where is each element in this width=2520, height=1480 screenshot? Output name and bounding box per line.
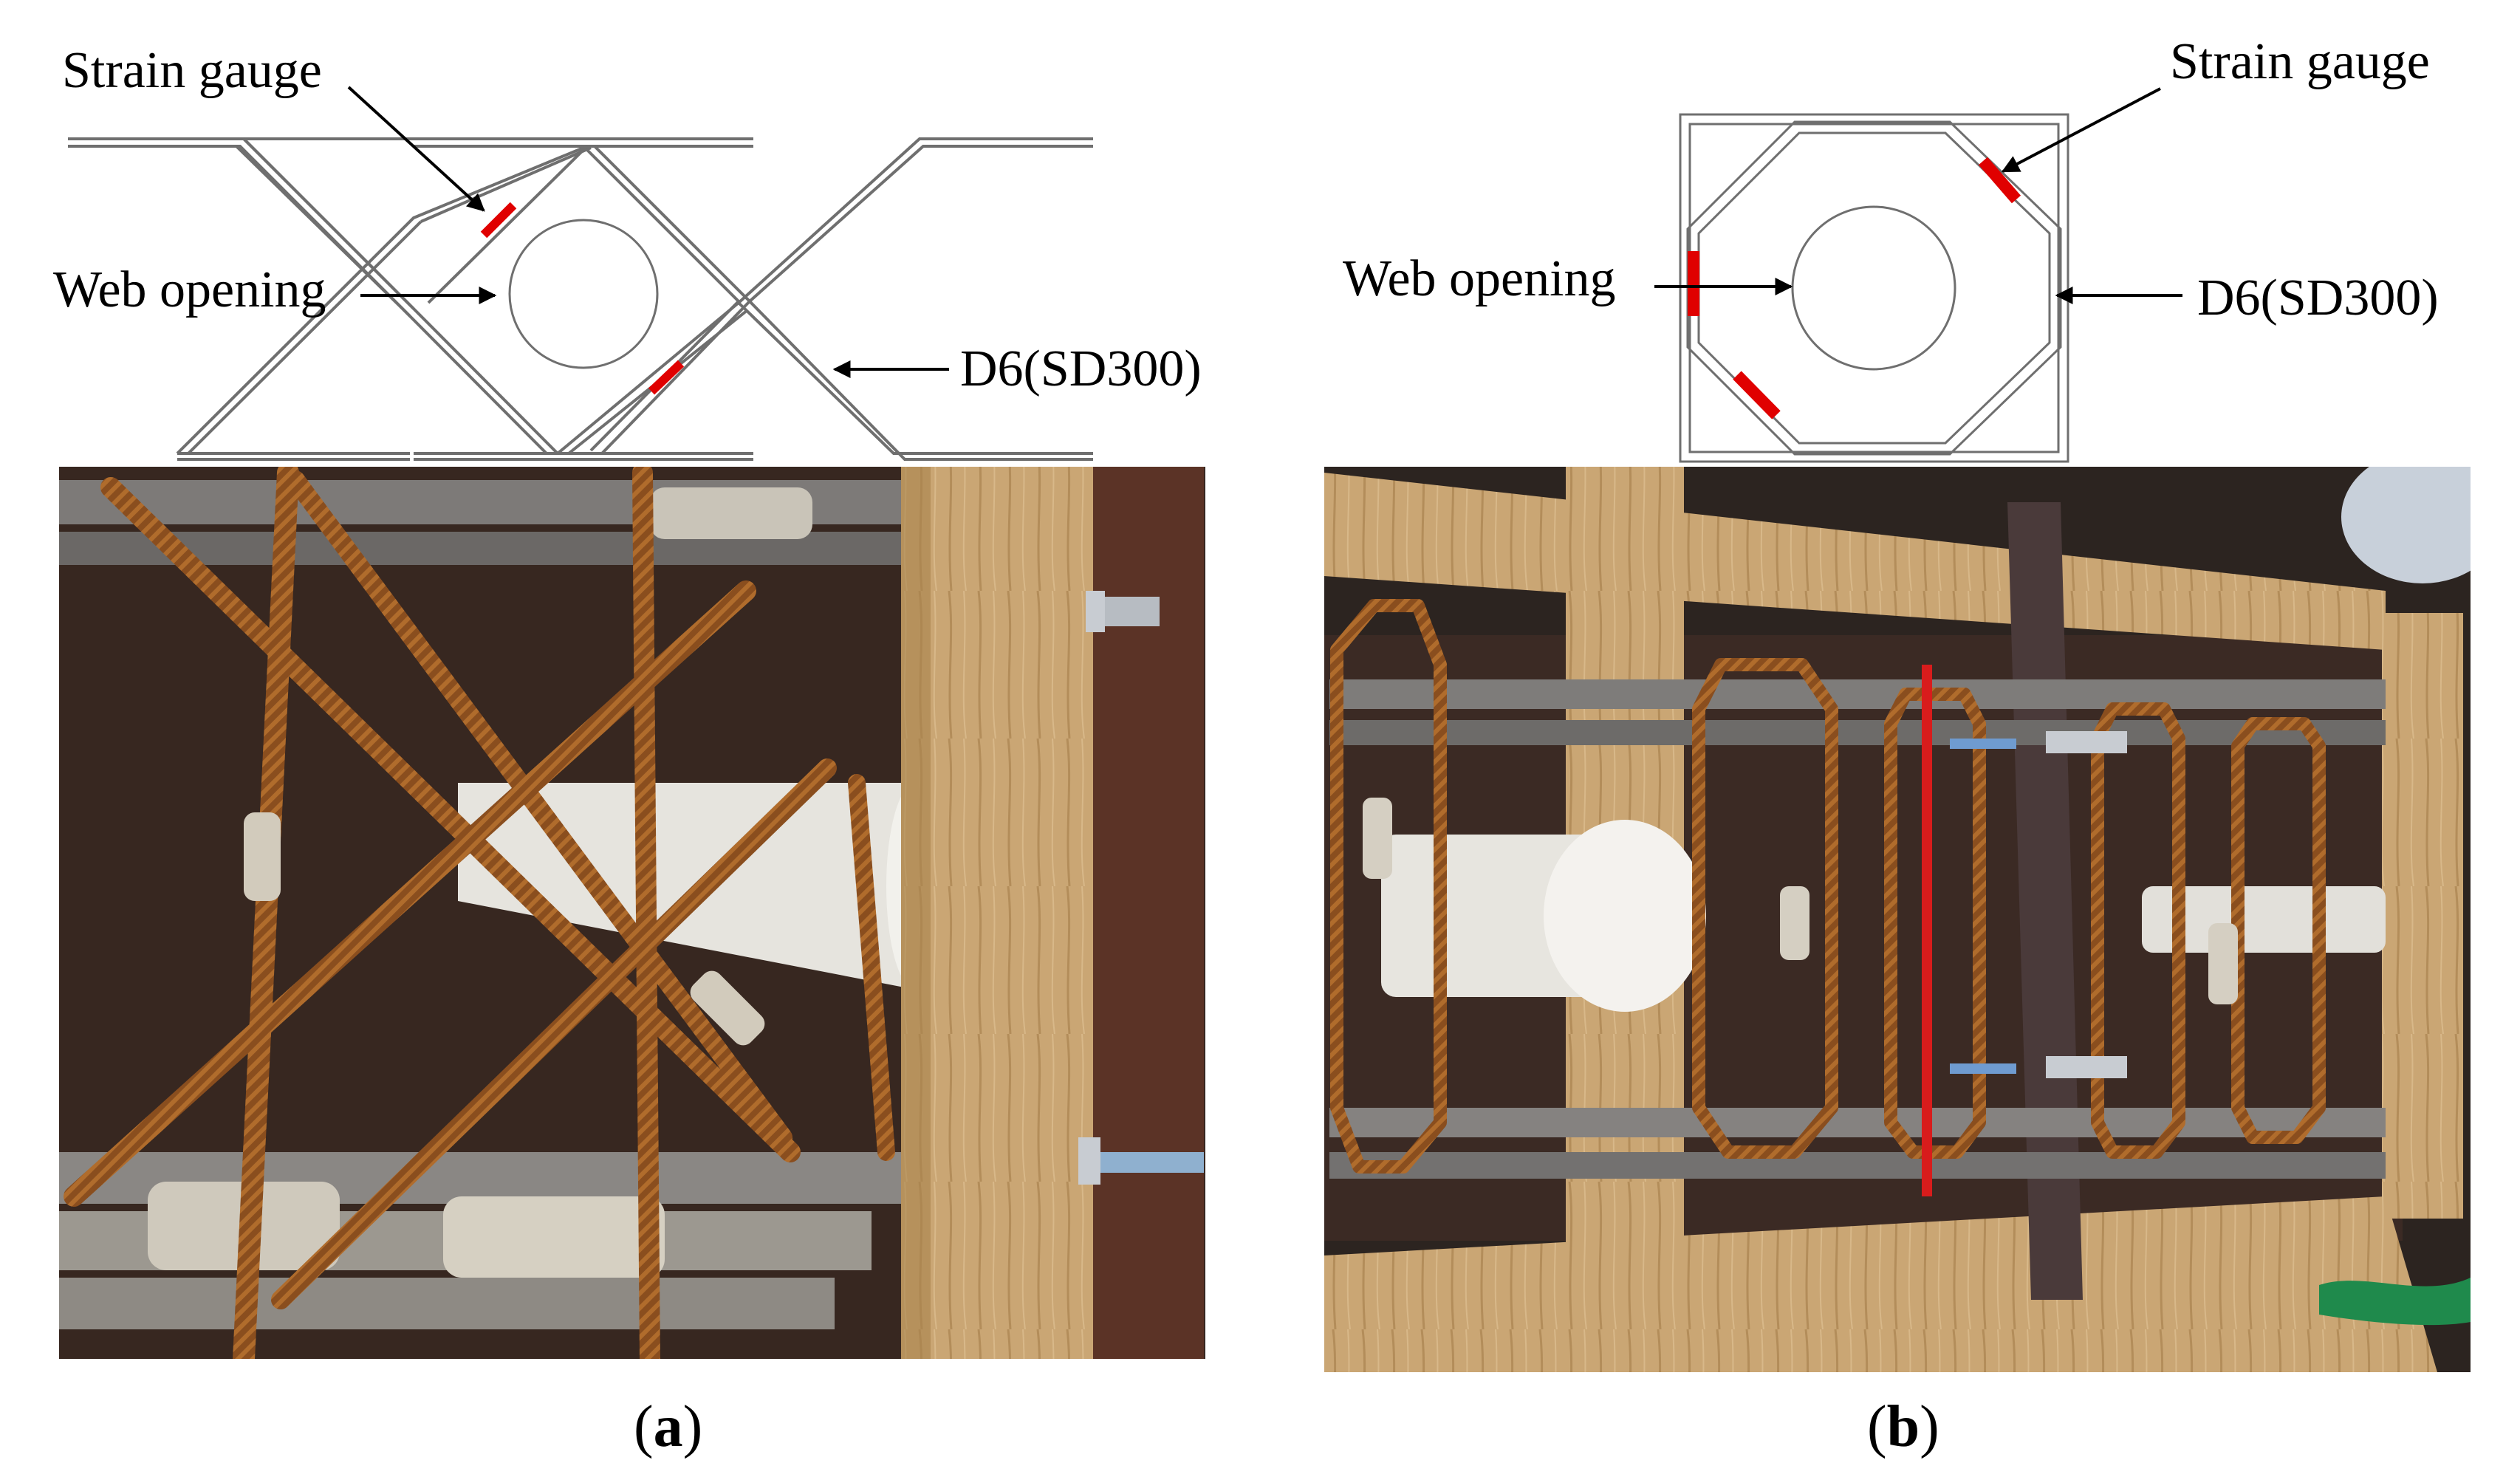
diagonal-bar-left-2 xyxy=(176,145,592,455)
bolts-a xyxy=(1078,591,1204,1185)
caption-b: (b) xyxy=(1867,1394,1939,1459)
caption-b-letter: b xyxy=(1887,1394,1920,1459)
diagonal-bar-right-1 xyxy=(427,137,1093,304)
web-opening-circle-b xyxy=(1791,205,1956,371)
diagonal-rebars-a xyxy=(64,467,895,1359)
top-longitudinal-bar-right xyxy=(244,137,753,148)
strain-gauge-arrow-a xyxy=(347,86,485,212)
photo-b-octagonal-rebar-cage xyxy=(1324,467,2471,1372)
diagram-b-octagonal-reinforcement: Strain gauge Web opening D6(SD300) xyxy=(1343,33,2439,463)
strain-gauge-marker-b3 xyxy=(1733,371,1781,419)
web-opening-label-b: Web opening xyxy=(1343,250,1616,307)
strain-gauge-tapes-b xyxy=(1363,798,2238,1004)
caption-b-close: ) xyxy=(1920,1394,1939,1459)
strain-gauge-label-a: Strain gauge xyxy=(62,42,322,99)
timber-stud-a xyxy=(901,467,1093,1359)
bottom-longitudinal-bar xyxy=(177,452,410,461)
diamond-cage xyxy=(582,145,752,455)
longitudinal-bars-top-a xyxy=(59,480,945,565)
bolts-b xyxy=(1950,731,2127,1078)
octagonal-stirrups-b xyxy=(1330,599,2326,1174)
strain-gauge-arrow-b xyxy=(2001,87,2161,173)
rebar-label-b: D6(SD300) xyxy=(2197,270,2439,326)
diagonal-bar-left-1 xyxy=(235,137,559,455)
diagram-a-diagonal-reinforcement: Strain gauge Web opening D6(SD300) xyxy=(53,42,1202,461)
strain-gauge-label-b: Strain gauge xyxy=(2170,33,2430,90)
web-opening-circle xyxy=(508,219,659,369)
caption-b-open: ( xyxy=(1867,1394,1887,1459)
longitudinal-bars-b xyxy=(1329,679,2386,1179)
timber-stud-right-b xyxy=(2382,613,2463,1219)
diagonal-bar-lower xyxy=(556,301,749,455)
strain-gauge-tapes-a xyxy=(244,812,765,1046)
strain-gauge-marker-b1 xyxy=(1978,157,2021,204)
strain-gauge-marker-2 xyxy=(648,360,685,395)
diagonal-bar-right-2 xyxy=(737,300,1093,461)
plastic-sheet-b xyxy=(2341,467,2471,583)
pvc-pipe-end-b xyxy=(1544,820,1706,1012)
strain-gauge-marker-1 xyxy=(480,202,517,239)
web-opening-label-a: Web opening xyxy=(53,261,326,318)
caption-a-close: ) xyxy=(683,1394,703,1459)
pvc-pipe-a xyxy=(458,783,916,990)
caption-a-letter: a xyxy=(654,1394,683,1459)
bottom-longitudinal-bar-right xyxy=(414,452,753,461)
rebar-label-a: D6(SD300) xyxy=(960,340,1202,397)
red-rod-b xyxy=(1922,665,1932,1196)
caption-a-open: ( xyxy=(634,1394,654,1459)
longitudinal-bars-bottom-a xyxy=(59,1152,908,1329)
green-hose-b xyxy=(2319,1278,2471,1326)
photo-a-diagonal-rebar-cage xyxy=(59,467,1205,1359)
caption-a: (a) xyxy=(634,1394,702,1459)
